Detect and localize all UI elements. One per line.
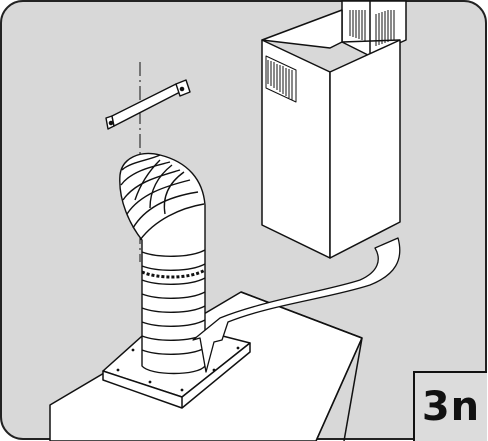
step-badge: 3n [413,371,487,441]
wall-bracket [105,79,191,130]
flexible-duct [119,152,206,375]
step-label: 3n [421,384,481,430]
routing-arrow [192,237,401,373]
chimney-cover [261,0,407,259]
